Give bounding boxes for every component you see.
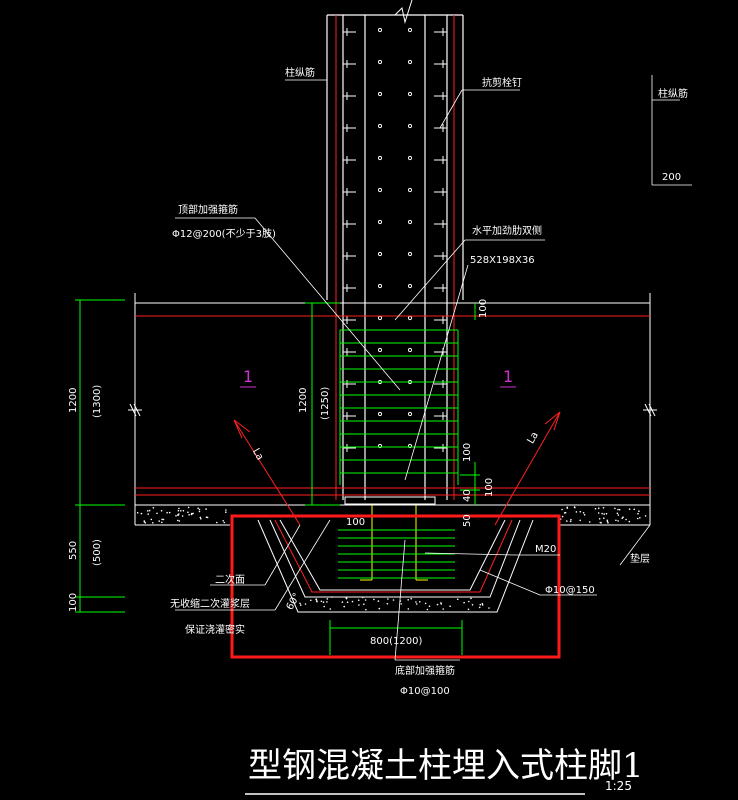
side-rebar-label: Φ10@150 (545, 585, 595, 596)
la-right-label: La (526, 430, 541, 446)
drawing-scale: 1:25 (605, 779, 632, 793)
beam-rebar-red (135, 315, 650, 496)
break-mark-top (394, 0, 413, 24)
dimension-lines (75, 299, 480, 655)
foundation-lines (134, 293, 651, 526)
dim-right-40: 40 (462, 489, 473, 502)
la-left-label: La (250, 447, 265, 463)
dim-top-100: 100 (478, 299, 489, 318)
break-mark-left (128, 403, 142, 417)
grout-label-2: 保证浇灌密实 (185, 623, 245, 636)
bottom-stirrup-title: 底部加强箍筋 (395, 664, 455, 677)
pit-stirrups (338, 529, 455, 579)
shear-stud-label: 抗剪栓钉 (482, 76, 522, 89)
dim-left-500: (500) (92, 539, 103, 566)
break-mark-right (643, 403, 657, 417)
bottom-stirrup-spec: Φ10@100 (400, 686, 450, 697)
cushion-layer-label: 垫层 (630, 552, 650, 565)
section-mark-right: 1 (503, 367, 513, 386)
dim-mid-1250: (1250) (320, 387, 331, 420)
concrete-hatch (136, 506, 647, 611)
la-anchorage-lines (233, 411, 561, 526)
horiz-stiffener-title: 水平加劲肋双侧 (472, 224, 542, 237)
legend-rebar-label: 柱纵筋 (658, 87, 688, 100)
web-dots (377, 27, 413, 449)
section-mark-left: 1 (243, 367, 253, 386)
dim-left-1200: 1200 (68, 388, 79, 413)
column-rebar-red (335, 15, 455, 500)
pit-outline (257, 519, 534, 613)
dim-right-50: 50 (462, 514, 473, 527)
horiz-stiffener-spec: 528X198X36 (470, 255, 535, 266)
column-rebar-label: 柱纵筋 (285, 66, 315, 79)
angle-60-label: 60° (285, 591, 303, 612)
legend-200-label: 200 (662, 172, 681, 183)
leader-lines (175, 75, 692, 661)
drawing-title: 型钢混凝土柱埋入式柱脚1 (248, 746, 644, 786)
dim-right-100a: 100 (462, 443, 473, 462)
secondary-pour-label: 二次面 (215, 573, 245, 586)
grout-label-1: 无收缩二次灌浆层 (170, 597, 250, 610)
dim-plate-100: 100 (346, 517, 365, 528)
top-stirrup-spec: Φ12@200(不少于3肢) (172, 227, 276, 240)
anchor-bolt-label: M20 (535, 544, 556, 555)
dim-left-550: 550 (68, 541, 79, 560)
embedded-stirrups (339, 329, 459, 485)
top-stirrup-title: 顶部加强箍筋 (178, 203, 238, 216)
dim-left-1300: (1300) (92, 385, 103, 418)
dim-mid-1200: 1200 (298, 388, 309, 413)
dim-left-100: 100 (68, 593, 79, 612)
pit-rebar-red (274, 519, 513, 593)
dim-right-100b: 100 (484, 478, 495, 497)
shear-studs (343, 28, 447, 452)
width-dim-label: 800(1200) (370, 636, 422, 647)
